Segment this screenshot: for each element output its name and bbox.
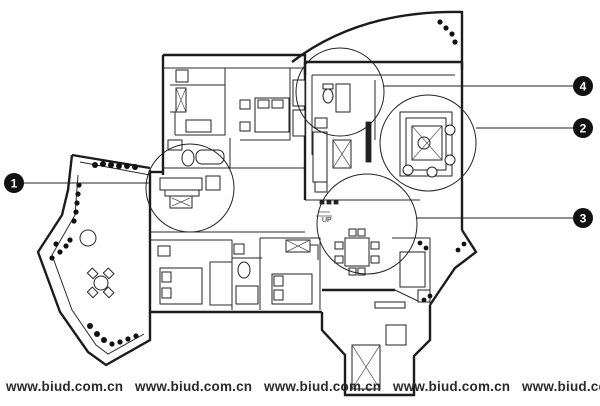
terrace-table-set: [86, 267, 115, 299]
zone-circle-3: [316, 173, 418, 275]
callout-4-badge: [573, 76, 593, 96]
callout-3-badge: [573, 208, 593, 228]
terrace: [36, 153, 152, 367]
callout-2-label: 2: [580, 122, 587, 136]
callout-1: 1: [4, 173, 24, 193]
callout-1-badge: [4, 173, 24, 193]
callout-2-badge: [573, 118, 593, 138]
callout-4: 4: [573, 76, 593, 96]
watermark-text: www.biud.com.cn: [521, 379, 600, 394]
watermark-text: www.biud.com.cn: [5, 379, 123, 394]
corner-plants: [417, 19, 467, 303]
zone-circle-2: [379, 94, 477, 192]
inset-living-room: [399, 111, 456, 178]
zone-circle-1: [145, 143, 235, 233]
callout-2: 2: [573, 118, 593, 138]
exterior-walls: [148, 10, 478, 397]
callout-3: 3: [573, 208, 593, 228]
leader-lines: [24, 85, 574, 219]
stair-marker: UP: [316, 199, 339, 224]
watermark-text: www.biud.com.cn: [263, 379, 381, 394]
callout-3-label: 3: [580, 212, 587, 226]
watermark-text: www.biud.com.cn: [392, 379, 510, 394]
terrace-plants: [49, 161, 139, 347]
interior-walls: [150, 67, 455, 310]
zone-circle-4: [295, 47, 385, 137]
watermark-row: www.biud.com.cn www.biud.com.cn www.biud…: [5, 379, 600, 394]
dining-set: [334, 228, 380, 276]
zone-circles: [145, 47, 477, 275]
stair-up-label: UP: [322, 217, 332, 224]
callout-4-label: 4: [580, 80, 587, 94]
watermark-text: www.biud.com.cn: [134, 379, 252, 394]
callout-1-label: 1: [11, 177, 18, 191]
